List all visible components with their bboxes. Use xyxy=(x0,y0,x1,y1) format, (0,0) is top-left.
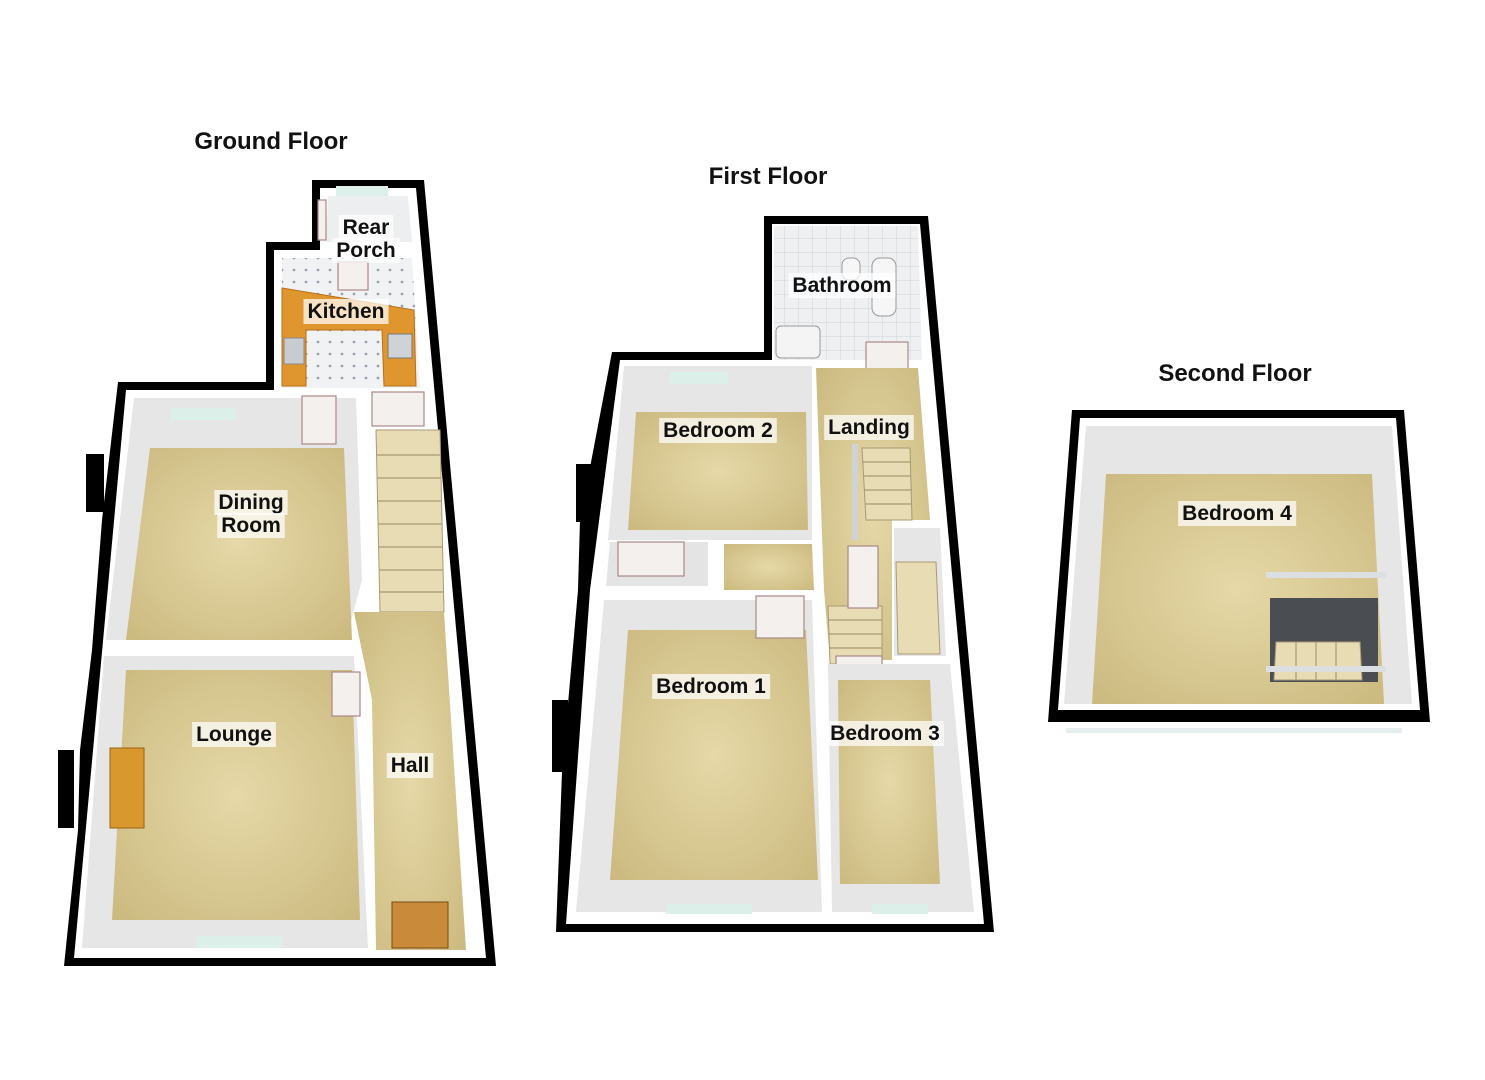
stairwell-rail-top xyxy=(1266,572,1386,578)
landing-label: Landing xyxy=(828,416,910,439)
bedroom2-label: Bedroom 2 xyxy=(663,419,773,442)
second-floor-title: Second Floor xyxy=(1158,360,1311,387)
rear-porch-door xyxy=(317,199,327,241)
stairs-door xyxy=(371,391,425,427)
rear-porch-window xyxy=(336,186,388,196)
bedroom2-window xyxy=(670,372,728,384)
label-backing xyxy=(338,215,394,240)
bedroom1-label: Bedroom 1 xyxy=(656,675,766,698)
rear-porch-label-line2: Porch xyxy=(336,239,396,262)
label-backing xyxy=(826,721,944,746)
kitchen-label: Kitchen xyxy=(307,300,384,323)
label-backing xyxy=(192,722,276,747)
lounge-window xyxy=(196,936,282,948)
ground-floor: Ground Floor Rear Porch Kitchen Dining R… xyxy=(58,128,496,966)
stairwell-rail-bottom xyxy=(1266,666,1386,672)
bedroom1-door xyxy=(755,595,805,639)
landing-stairs xyxy=(827,447,913,665)
hall-doormat xyxy=(391,901,449,949)
label-backing xyxy=(788,273,896,298)
bedroom1-chimney xyxy=(552,700,568,772)
bedroom1-landing-door xyxy=(847,545,879,609)
lounge-chimney xyxy=(58,750,74,828)
dining-room-floor xyxy=(126,448,352,640)
label-backing xyxy=(303,299,389,324)
bedroom3-label: Bedroom 3 xyxy=(830,722,940,745)
second-floor: Second Floor Bedroom 4 xyxy=(1048,360,1430,733)
lounge-floor xyxy=(112,670,360,920)
label-backing xyxy=(217,513,285,538)
bedroom3-floor xyxy=(838,680,940,884)
sink-icon xyxy=(283,337,305,365)
bedroom3-window xyxy=(872,904,928,914)
second-floor-stairs xyxy=(1273,641,1363,681)
dining-room-door xyxy=(301,395,337,445)
bedroom1-floor xyxy=(610,630,818,880)
label-backing xyxy=(824,415,914,440)
label-backing xyxy=(386,753,434,778)
lounge-door xyxy=(331,671,361,717)
landing-banister xyxy=(852,444,858,540)
store-stairs xyxy=(895,561,941,655)
bedroom1-window xyxy=(666,904,752,914)
hob-icon xyxy=(387,333,413,359)
dining-room-chimney xyxy=(86,454,104,512)
hall-label: Hall xyxy=(391,754,430,777)
label-backing xyxy=(652,674,771,699)
second-floor-window xyxy=(1066,728,1402,733)
lounge-label: Lounge xyxy=(196,723,272,746)
label-backing xyxy=(214,490,288,515)
first-floor-title: First Floor xyxy=(709,163,828,190)
stair-treads xyxy=(1295,642,1337,680)
bedroom2-chimney xyxy=(576,464,592,522)
cupboard-floor xyxy=(724,544,814,590)
bath-icon xyxy=(775,325,821,359)
dining-room-label-line1: Dining xyxy=(218,491,283,514)
bedroom4-label: Bedroom 4 xyxy=(1182,502,1292,525)
label-backing xyxy=(1178,501,1297,526)
cupboard-door xyxy=(617,541,685,577)
bathroom-label: Bathroom xyxy=(792,274,891,297)
dining-room-label-line2: Room xyxy=(221,514,281,537)
first-floor: First Floor Bathroom Bedroom 2 Landing B… xyxy=(552,163,994,932)
ground-floor-stairs xyxy=(375,429,445,613)
kitchen-door xyxy=(337,261,369,291)
dining-room-window xyxy=(170,408,236,420)
hall-floor xyxy=(354,612,466,950)
label-backing xyxy=(332,238,400,263)
label-backing xyxy=(659,418,777,443)
lounge-fireplace xyxy=(109,747,145,829)
rear-porch-label-line1: Rear xyxy=(343,216,390,239)
ground-floor-title: Ground Floor xyxy=(194,128,347,155)
